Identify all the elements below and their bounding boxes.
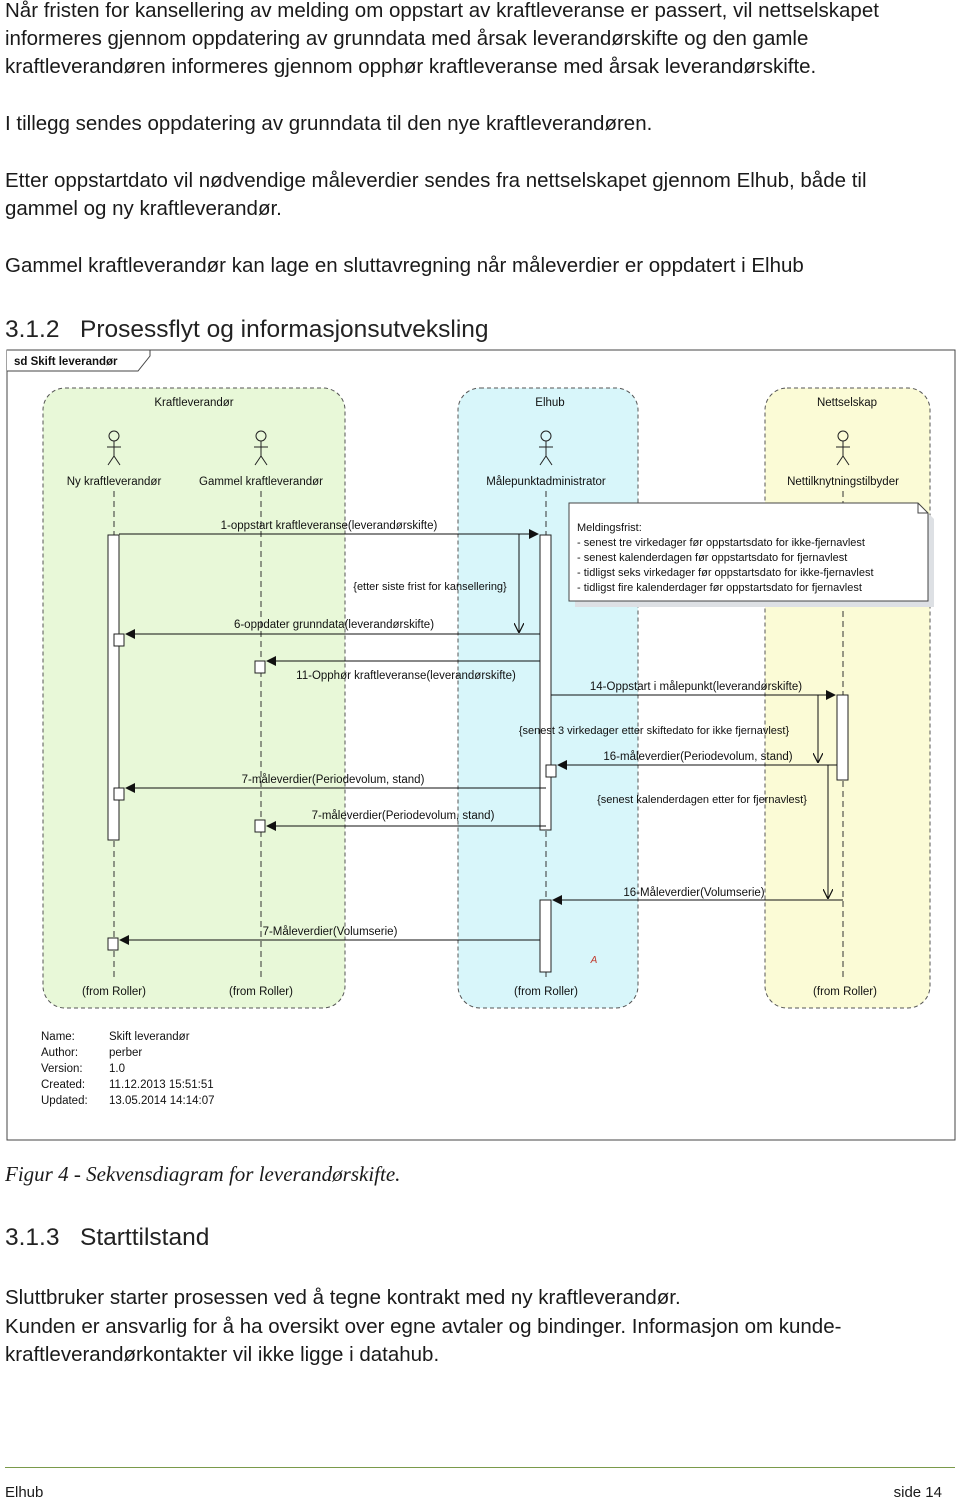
constraint-2: {senest 3 virkedager etter skiftedato fo… xyxy=(519,695,818,762)
text-line: Kunden er ansvarlig for å ha oversikt ov… xyxy=(5,1315,842,1338)
footer-rule xyxy=(5,1467,955,1468)
intro-paragraph-3: Etter oppstartdato vil nødvendige måleve… xyxy=(5,167,945,223)
actor-label: Målepunktadministrator xyxy=(486,476,606,488)
constraint-1: {etter siste frist for kansellering} xyxy=(353,534,519,632)
note-line: - senest tre virkedager før oppstartsdat… xyxy=(577,537,865,549)
meta-key: Updated: xyxy=(41,1095,88,1107)
actor-nettilknytningstilbyder xyxy=(836,430,850,466)
constraint-label: {senest kalenderdagen etter for fjernavl… xyxy=(597,794,807,806)
swimlane-title: Nettselskap xyxy=(817,397,877,409)
message-label: 1-oppstart kraftleveranse(leverandørskif… xyxy=(221,520,438,532)
message-6: 6-oppdater grunndata(leverandørskifte) xyxy=(125,619,540,639)
outro-paragraph-2: Kunden er ansvarlig for å ha oversikt ov… xyxy=(5,1313,945,1369)
from-roller-label: (from Roller) xyxy=(813,986,877,998)
activation-box xyxy=(254,819,266,833)
activation-bar xyxy=(539,534,552,831)
activation-box xyxy=(545,764,557,778)
outro-paragraph-1: Sluttbruker starter prosessen ved å tegn… xyxy=(5,1286,681,1309)
swimlane-title: Kraftleverandør xyxy=(154,397,233,409)
message-7a: 7-måleverdier(Periodevolum, stand) xyxy=(125,774,546,793)
meta-value: 1.0 xyxy=(109,1063,125,1075)
from-roller-label: (from Roller) xyxy=(229,986,293,998)
activation-bar xyxy=(836,694,849,781)
intro-paragraph-4: Gammel kraftleverandør kan lage en slutt… xyxy=(5,254,804,277)
section-heading-3-1-2: 3.1.2 Prosessflyt og informasjonsutveksli… xyxy=(5,315,489,345)
message-label: 16-måleverdier(Periodevolum, stand) xyxy=(603,751,792,763)
message-16b: 16-Måleverdier(Volumserie) xyxy=(552,887,843,905)
actor-malepunktadministrator xyxy=(539,430,553,466)
message-label: 11-Opphør kraftleveranse(leverandørskift… xyxy=(296,670,516,682)
text-line: kraftleverandøren informeres gjennom opp… xyxy=(5,55,817,78)
message-7c: 7-Måleverdier(Volumserie) xyxy=(119,926,540,945)
meta-value: 13.05.2014 14:14:07 xyxy=(109,1095,215,1107)
swimlane-title: Elhub xyxy=(535,397,564,409)
frame-tab xyxy=(7,349,151,372)
section-title: Starttilstand xyxy=(80,1224,210,1251)
message-16a: 16-måleverdier(Periodevolum, stand) xyxy=(557,751,837,770)
meta-key: Name: xyxy=(41,1031,75,1043)
meta-value: perber xyxy=(109,1047,143,1059)
meta-name: Name: Skift leverandør xyxy=(41,1029,190,1045)
message-11: 11-Opphør kraftleveranse(leverandørskift… xyxy=(266,656,540,682)
message-label: 7-Måleverdier(Volumserie) xyxy=(263,926,398,938)
meta-key: Created: xyxy=(41,1079,86,1091)
note-line: Meldingsfrist: xyxy=(577,522,642,534)
actor-ny-kraftleverandor xyxy=(107,430,121,466)
message-1: 1-oppstart kraftleveranse(leverandørskif… xyxy=(119,520,539,539)
intro-paragraph-1: Når fristen for kansellering av melding … xyxy=(5,0,945,81)
message-label: 14-Oppstart i målepunkt(leverandørskifte… xyxy=(590,681,802,693)
text-line: kraftleverandørkontakter vil ikke ligge … xyxy=(5,1343,440,1366)
from-roller-label: (from Roller) xyxy=(514,986,578,998)
text-line: informeres gjennom oppdatering av grunnd… xyxy=(5,27,809,50)
section-number: 3.1.3 xyxy=(5,1224,60,1251)
figure-caption: Figur 4 - Sekvensdiagram for leverandørs… xyxy=(5,1162,401,1186)
section-heading-3-1-3: 3.1.3 Starttilstand xyxy=(5,1223,209,1253)
section-title: Prosessflyt og informasjonsutveksling xyxy=(80,316,489,343)
constraint-label: {etter siste frist for kansellering} xyxy=(353,581,507,593)
message-14: 14-Oppstart i målepunkt(leverandørskifte… xyxy=(551,681,836,700)
frame-label: sd Skift leverandør xyxy=(14,356,118,368)
section-number: 3.1.2 xyxy=(5,316,60,343)
constraint-label: {senest 3 virkedager etter skiftedato fo… xyxy=(519,725,790,737)
note-line: - tidligst fire kalenderdager før oppsta… xyxy=(577,582,862,594)
actor-label: Gammel kraftleverandør xyxy=(199,476,323,488)
footer-page-number: side 14 xyxy=(893,1484,942,1501)
note-line: - tidligst seks virkedager før oppstarts… xyxy=(577,567,874,579)
actor-gammel-kraftleverandor xyxy=(254,430,268,466)
message-label: 7-måleverdier(Periodevolum, stand) xyxy=(242,774,425,786)
activation-bar xyxy=(539,899,552,973)
activation-box xyxy=(107,937,119,951)
message-label: 16-Måleverdier(Volumserie) xyxy=(623,887,764,899)
activation-box xyxy=(113,633,125,647)
actor-label: Nettilknytningstilbyder xyxy=(787,476,899,488)
text-line: Etter oppstartdato vil nødvendige måleve… xyxy=(5,169,867,192)
meta-key: Version: xyxy=(41,1063,83,1075)
meta-value: 11.12.2013 15:51:51 xyxy=(109,1079,214,1091)
from-roller-label: (from Roller) xyxy=(82,986,146,998)
note-meldingsfrist: Meldingsfrist: - senest tre virkedager f… xyxy=(568,502,934,607)
meta-key: Author: xyxy=(41,1047,79,1059)
meta-version: Version: 1.0 xyxy=(41,1061,125,1077)
meta-created: Created: 11.12.2013 15:51:51 xyxy=(41,1077,214,1093)
message-label: 6-oppdater grunndata(leverandørskifte) xyxy=(234,619,434,631)
marker-a: A xyxy=(590,955,598,966)
message-label: 7-måleverdier(Periodevolum, stand) xyxy=(312,810,495,822)
meta-value: Skift leverandør xyxy=(109,1031,190,1043)
note-line: - senest kalenderdagen før oppstartsdato… xyxy=(577,552,847,564)
meta-author: Author: perber xyxy=(41,1045,142,1061)
text-line: Når fristen for kansellering av melding … xyxy=(5,0,879,22)
activation-bar xyxy=(107,534,120,841)
intro-paragraph-2: I tillegg sendes oppdatering av grunndat… xyxy=(5,112,653,135)
activation-box xyxy=(113,787,125,801)
meta-updated: Updated: 13.05.2014 14:14:07 xyxy=(41,1093,215,1109)
message-7b: 7-måleverdier(Periodevolum, stand) xyxy=(266,810,546,831)
constraint-3: {senest kalenderdagen etter for fjernavl… xyxy=(597,765,828,898)
footer-brand: Elhub xyxy=(5,1484,44,1501)
actor-label: Ny kraftleverandør xyxy=(67,476,162,488)
activation-box xyxy=(254,660,266,674)
text-line: gammel og ny kraftleverandør. xyxy=(5,197,282,220)
